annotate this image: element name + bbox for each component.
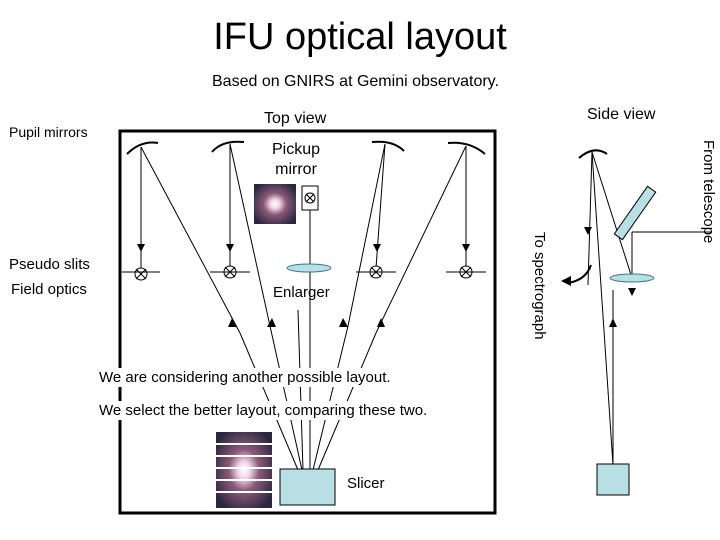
pupil-mirror-2: [211, 140, 245, 153]
side-slicer-block: [596, 463, 630, 496]
sliced-nebula-image: [216, 432, 272, 508]
pickup-label-line2: mirror: [275, 161, 317, 178]
pickup-label-line1: Pickup: [272, 141, 321, 158]
side-pupil-mirror: [578, 149, 608, 159]
enlarger-label: Enlarger: [273, 284, 330, 301]
pickup-mirror-label: Pickup mirror: [272, 140, 320, 180]
side-pickup-mirror: [613, 185, 657, 241]
pupil-mirrors-label: Pupil mirrors: [9, 124, 88, 140]
side-arrow-up: [609, 318, 617, 327]
slicer-block: [279, 468, 336, 506]
side-enlarger-lens: [609, 273, 655, 283]
pupil-mirror-3: [371, 140, 405, 152]
page-title: IFU optical layout: [213, 16, 507, 58]
nebula-image-top: [254, 184, 296, 224]
field-optics-label: Field optics: [11, 281, 87, 298]
pseudo-slits-label: Pseudo slits: [9, 256, 90, 273]
from-telescope-label: From telescope: [700, 140, 717, 244]
pupil-mirror-4: [447, 141, 486, 155]
side-arrow-left: [561, 276, 571, 286]
note-line-2: We select the better layout, comparing t…: [96, 401, 431, 421]
slicer-label: Slicer: [347, 475, 385, 492]
enlarger-lens: [286, 263, 332, 273]
side-arrow-down-2: [628, 288, 636, 296]
page-subtitle: Based on GNIRS at Gemini observatory.: [212, 73, 499, 90]
note-line-1: We are considering another possible layo…: [96, 368, 394, 388]
top-view-frame: [118, 129, 497, 515]
top-view-label: Top view: [264, 110, 327, 127]
arrowheads: [137, 244, 470, 327]
side-view-label: Side view: [587, 106, 656, 123]
pupil-mirror-1: [126, 141, 159, 155]
to-spectrograph-label: To spectrograph: [531, 232, 548, 340]
side-return-mirror: [567, 264, 592, 284]
side-view-rays: [587, 151, 712, 466]
side-arrow-down: [584, 227, 592, 235]
